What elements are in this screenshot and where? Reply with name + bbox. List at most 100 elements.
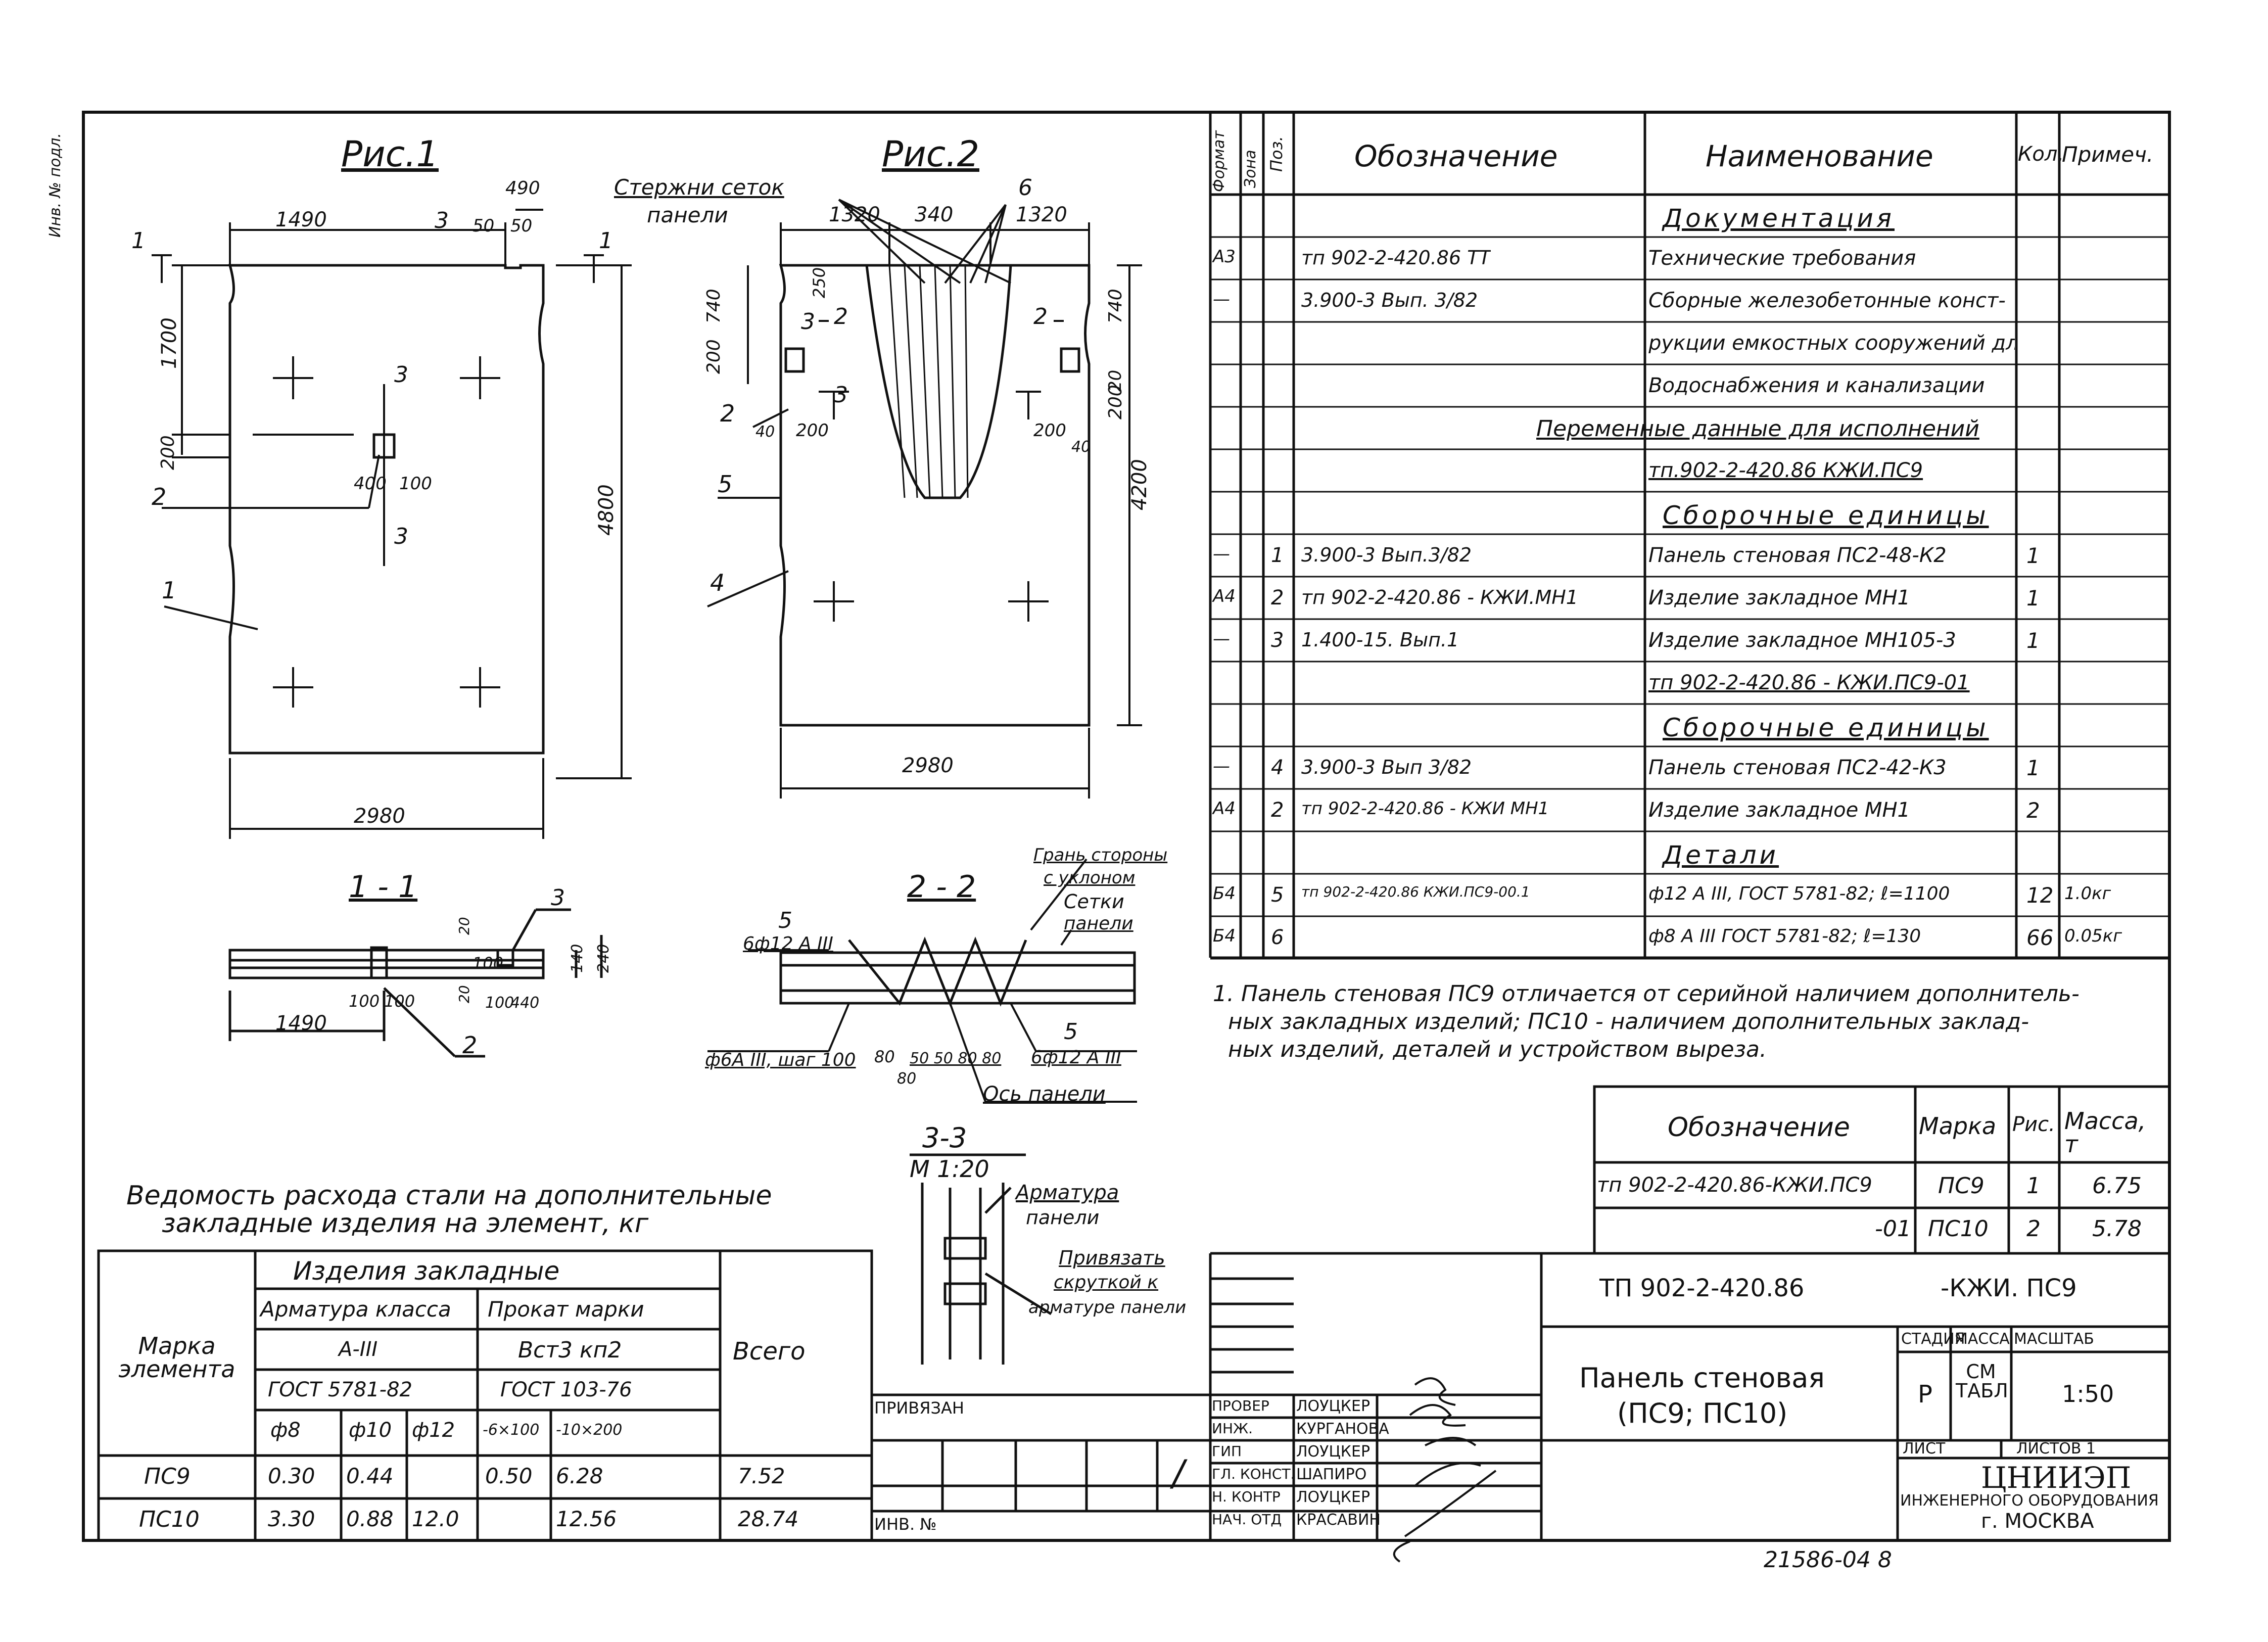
fig1-dim-2980: 2980: [354, 805, 405, 828]
steel-r1-mark: ПС9: [144, 1464, 191, 1489]
fig1-dim-1490: 1490: [275, 208, 327, 231]
fig1-embed-plate: [372, 433, 396, 459]
steel-h-d8: ф8: [270, 1419, 301, 1442]
title-h-stage: СТАДИЯ: [1901, 1330, 1965, 1348]
section22-title: 2 - 2: [907, 869, 976, 905]
section11-dim-20a: 20: [456, 917, 472, 935]
signer-role: НАЧ. ОТД: [1212, 1511, 1282, 1528]
fig2-embed-plate-right: [1060, 347, 1080, 373]
spec-cell-qty: 2: [2026, 798, 2040, 823]
steel-h-p1: -6×100: [483, 1421, 540, 1439]
steel-r2-d8: 3.30: [268, 1507, 315, 1531]
spec-cell-code: тп 902-2-420.86 - КЖИ.МН1: [1301, 588, 1578, 607]
fig1-sec3-top: 3: [394, 362, 408, 388]
spec-cell-format: —: [1213, 544, 1230, 564]
steel-h-p2: -10×200: [556, 1421, 623, 1439]
steel-title-1: Ведомость расхода стали на дополнительны…: [126, 1181, 772, 1211]
spec-cell-code: тп 902-2-420.86 - КЖИ МН1: [1301, 800, 1549, 817]
spec-cell-name: Переменные данные для исполнений: [1536, 416, 1979, 442]
title-stage: Р: [1918, 1380, 1932, 1409]
steel-h-d12: ф12: [412, 1419, 455, 1442]
steel-h-rebar: Арматура класса: [260, 1297, 451, 1322]
title-h-scale: МАСШТАБ: [2014, 1330, 2094, 1348]
spec-cell-name: Детали: [1663, 840, 1779, 870]
fig1-sec1-right: 1: [599, 228, 613, 254]
variant-header-mark: Марка: [1919, 1112, 1997, 1140]
title-sheets: ЛИСТОВ 1: [2016, 1440, 2096, 1458]
variant-r2-mark: ПС10: [1928, 1216, 1989, 1242]
fig1-dim-lines: [152, 209, 632, 839]
section22-dim-80b: 80: [897, 1070, 917, 1088]
spec-row-lines: [1210, 236, 2169, 960]
steel-r1-d10: 0.44: [346, 1464, 394, 1488]
steel-r1-total: 7.52: [738, 1464, 785, 1488]
section33-arm1: Арматура: [1016, 1181, 1119, 1204]
spec-header-pos: Поз.: [1267, 136, 1286, 172]
spec-cell-code: 1.400-15. Вып.1: [1301, 630, 1459, 649]
signer-name: ЛОУЦКЕР: [1296, 1397, 1371, 1415]
title-code: ТП 902-2-420.86: [1599, 1274, 1805, 1302]
variant-r1-code: тп 902-2-420.86-КЖИ.ПС9: [1597, 1174, 1872, 1197]
signer-role: ГЛ. КОНСТ.: [1212, 1466, 1295, 1482]
spec-cell-name: ф12 А III, ГОСТ 5781-82; ℓ=1100: [1648, 885, 1950, 903]
spec-cell-pos: 2: [1271, 799, 1284, 822]
fig1-dim-200: 200: [158, 435, 178, 470]
section22-outline: [779, 936, 1136, 1007]
spec-cell-format: А4: [1213, 799, 1236, 819]
section11-dim-240: 240: [595, 944, 612, 973]
spec-cell-name: Сборочные единицы: [1663, 713, 1989, 742]
signer-role: ПРОВЕР: [1212, 1397, 1269, 1414]
spec-cell-format: Б4: [1213, 926, 1236, 946]
section33-arm2: панели: [1026, 1206, 1100, 1229]
section11-callout-3: 3: [551, 885, 565, 911]
spec-cell-pos: 2: [1271, 586, 1284, 609]
section22-face2: с уклоном: [1044, 868, 1136, 888]
spec-cell-format: —: [1213, 629, 1230, 649]
section22-mesh: Сетки: [1064, 890, 1124, 913]
spec-cell-format: А3: [1213, 247, 1236, 267]
fig1-dim-50a: 50: [472, 216, 495, 236]
title-name-1: Панель стеновая: [1579, 1362, 1825, 1394]
title-name-2: (ПС9; ПС10): [1617, 1397, 1788, 1429]
variant-r1-mass: 6.75: [2092, 1173, 2142, 1199]
spec-cell-qty: 66: [2026, 925, 2054, 950]
section33-scale: М 1:20: [910, 1155, 989, 1183]
fig1-dim-490: 490: [505, 178, 540, 199]
spec-cell-format: —: [1213, 756, 1230, 776]
note-line-1: 1. Панель стеновая ПС9 отличается от сер…: [1213, 983, 2080, 1005]
section11-dim-20b: 20: [456, 985, 472, 1003]
variant-r2-code: -01: [1875, 1216, 1911, 1242]
section33-title: 3-3: [922, 1122, 967, 1154]
spec-cell-name: Документация: [1663, 204, 1895, 233]
variant-r1-mark: ПС9: [1938, 1173, 1984, 1199]
fig1-callout-1: 1: [162, 577, 177, 604]
section11-dim-100d: 100: [485, 994, 514, 1012]
signer-role: ИНЖ.: [1212, 1420, 1253, 1437]
variant-header-mass: Масса, т: [2064, 1107, 2146, 1158]
steel-r2-d10: 0.88: [346, 1507, 394, 1531]
section22-rebar3: 6ф12 А III: [1031, 1047, 1121, 1068]
spec-cell-format: Б4: [1213, 883, 1236, 904]
spec-cell-code: 3.900-3 Вып. 3/82: [1301, 291, 1478, 310]
title-sheet: ЛИСТ: [1903, 1440, 1946, 1458]
variant-r2-fig: 2: [2026, 1216, 2041, 1242]
title-org-3: г. МОСКВА: [1981, 1510, 2094, 1533]
spec-header-name: Наименование: [1706, 139, 1933, 173]
spec-cell-name: Водоснабжения и канализации: [1648, 376, 1985, 396]
section22-axis: Ось панели: [983, 1083, 1106, 1106]
steel-r2-mark: ПС10: [139, 1507, 200, 1532]
fig1-dim-1700: 1700: [158, 317, 181, 369]
fig2-dim-40b: 40: [1071, 438, 1091, 456]
steel-h-d10: ф10: [349, 1419, 392, 1442]
fig2-dim-1320a: 1320: [829, 203, 880, 226]
margin-note: Инв. № подл.: [46, 133, 64, 238]
spec-cell-name: Технические требования: [1648, 248, 1916, 268]
fig2-sec2-right: 2: [1033, 304, 1048, 330]
fig2-dim-200d: 200: [1033, 420, 1066, 441]
fig1-panel-outline: [228, 264, 545, 755]
section33-tie1: Привязать: [1059, 1247, 1165, 1269]
spec-cell-name: Сборочные единицы: [1663, 501, 1989, 530]
fig2-dim-lines: [707, 199, 1142, 799]
section22-leaders: [707, 858, 1137, 1103]
spec-cell-name: ф8 А III ГОСТ 5781-82; ℓ=130: [1648, 927, 1921, 946]
